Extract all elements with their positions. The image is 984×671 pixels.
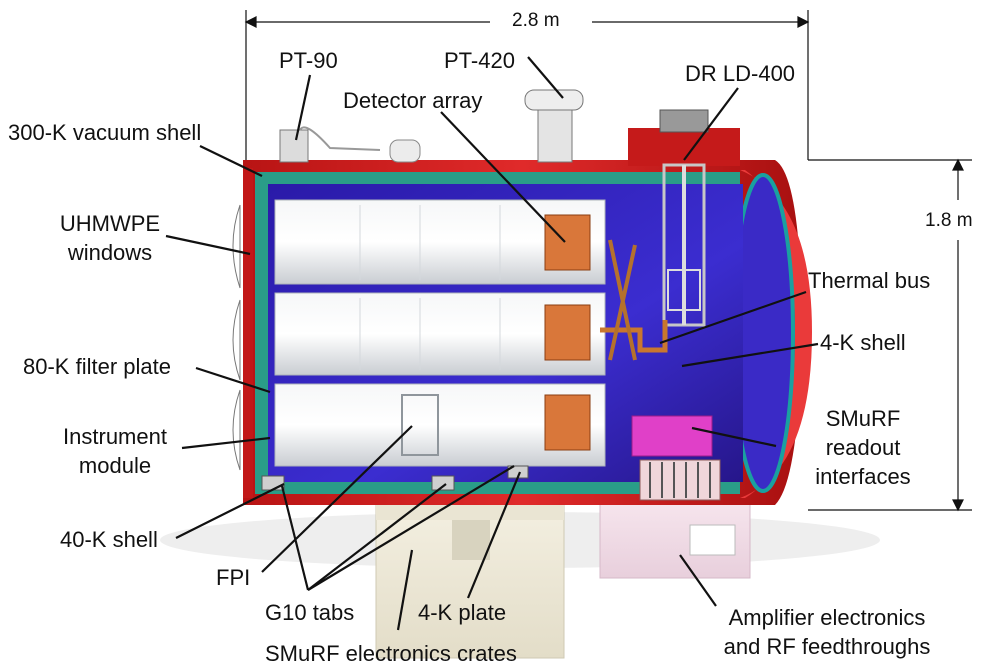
amplifier-label-line2: and RF feedthroughs — [723, 634, 931, 659]
shell-4k-label: 4-K shell — [820, 330, 906, 355]
smurf-readout-label-line1: SMuRF — [825, 406, 901, 431]
thermal-bus-label: Thermal bus — [808, 268, 931, 293]
vacuum-shell-label: 300-K vacuum shell — [8, 120, 202, 145]
dr-label: DR LD-400 — [685, 61, 796, 86]
height-dimension-label: 1.8 m — [925, 210, 973, 231]
dimension-lines — [244, 10, 972, 512]
pt90-graphic — [279, 126, 421, 163]
instrument-module-label-line2: module — [78, 453, 152, 478]
pt90-label: PT-90 — [279, 48, 338, 73]
amplifier-label-line1: Amplifier electronics — [728, 605, 926, 630]
detector-array-graphic — [544, 214, 591, 451]
thermal-bus-graphic — [600, 320, 668, 353]
uhmwpe-windows-graphic — [232, 204, 241, 471]
uhmwpe-label-line1: UHMWPE — [59, 211, 161, 236]
instrument-module-label-line1: Instrument — [63, 424, 167, 449]
smurf-crates-graphic — [375, 497, 565, 659]
detector-array-label: Detector array — [343, 88, 483, 113]
smurf-readout-label-line2: readout — [825, 435, 901, 460]
uhmwpe-label: UHMWPE windows — [40, 209, 180, 267]
shell-40k-label: 40-K shell — [60, 527, 158, 552]
uhmwpe-label-line2: windows — [67, 240, 153, 265]
plate-4k-label: 4-K plate — [418, 600, 507, 625]
filter-plate-label: 80-K filter plate — [23, 354, 171, 379]
smurf-readout-graphic — [631, 415, 713, 457]
pt420-graphic — [524, 89, 584, 163]
fpi-label: FPI — [216, 565, 251, 590]
smurf-readout-label-line3: interfaces — [815, 464, 911, 489]
leader-lines — [165, 56, 819, 631]
amplifier-box-graphic — [599, 497, 751, 579]
rf-feedthrough-graphic — [639, 459, 721, 501]
g10-tabs-graphic — [261, 465, 529, 491]
g10-tabs-label: G10 tabs — [265, 600, 355, 625]
width-dimension-label: 2.8 m — [512, 10, 560, 31]
smurf-crates-label: SMuRF electronics crates — [265, 641, 517, 666]
instrument-module-label: Instrument module — [40, 422, 190, 480]
pt420-label: PT-420 — [444, 48, 515, 73]
amplifier-label: Amplifier electronics and RF feedthrough… — [702, 603, 952, 661]
smurf-readout-label: SMuRF readout interfaces — [798, 404, 928, 491]
